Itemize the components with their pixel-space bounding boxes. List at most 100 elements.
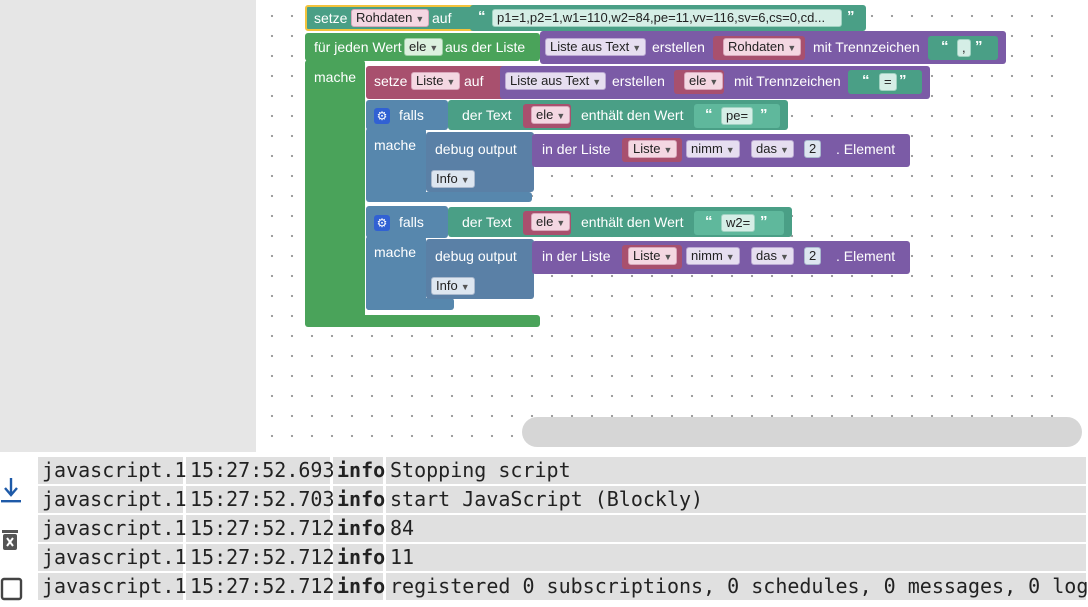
list-from-text-dropdown-2[interactable]: Liste aus Text▼ [505, 72, 607, 90]
take-dropdown-2[interactable]: nimm▼ [686, 247, 740, 265]
horizontal-scrollbar[interactable] [522, 417, 1082, 447]
which-dropdown-2[interactable]: das▼ [751, 247, 794, 265]
log-row: javascript.1 15:27:52.693 info Stopping … [38, 457, 1086, 484]
rohdaten-string-field[interactable]: p1=1,p2=1,w1=110,w2=84,pe=11,vv=116,sv=6… [492, 9, 842, 27]
log-level: info [333, 573, 385, 600]
log-source: javascript.1 [38, 486, 187, 513]
log-table: javascript.1 15:27:52.693 info Stopping … [38, 457, 1088, 604]
log-level: info [333, 486, 385, 513]
in-list-label-2: in der Liste [542, 248, 611, 264]
contains-label-1: enthält den Wert [581, 107, 684, 123]
value-field-2[interactable]: w2= [721, 214, 756, 232]
var-rohdaten-dropdown-2[interactable]: Rohdaten▼ [723, 38, 802, 56]
log-row: javascript.1 15:27:52.712 info 11 [38, 544, 1086, 571]
create-label-1: erstellen [652, 39, 705, 55]
log-message: start JavaScript (Blockly) [386, 486, 1086, 513]
if-keyword-2: falls [399, 214, 424, 230]
checkbox-icon[interactable] [0, 574, 24, 601]
open-quote-icon: “ [862, 72, 870, 89]
list-from-text-dropdown-1[interactable]: Liste aus Text▼ [545, 38, 647, 56]
log-toolbar [0, 466, 36, 604]
create-label-2: erstellen [612, 73, 665, 89]
if-do-2: mache [374, 244, 417, 260]
delete-icon[interactable] [0, 526, 24, 552]
log-message: Stopping script [386, 457, 1086, 484]
foreach-bottom [305, 315, 540, 327]
var-liste-dropdown-1[interactable]: Liste▼ [628, 140, 678, 158]
close-quote-icon: ” [899, 72, 907, 89]
contains-label-2: enthält den Wert [581, 214, 684, 230]
index-field-2[interactable]: 2 [804, 247, 822, 265]
value-field-1[interactable]: pe= [721, 107, 754, 125]
text-label-2: der Text [462, 214, 512, 230]
log-row: javascript.1 15:27:52.712 info 84 [38, 515, 1086, 542]
close-quote-icon: ” [847, 8, 855, 25]
log-level: info [333, 515, 385, 542]
if-bottom-1 [366, 192, 532, 202]
log-level: info [333, 544, 385, 571]
close-quote-icon: ” [975, 38, 983, 55]
close-quote-icon: ” [760, 213, 768, 230]
element-label-1: . Element [836, 141, 896, 157]
debug-level-dropdown-1[interactable]: Info▼ [431, 170, 475, 188]
foreach-do: mache [314, 69, 357, 85]
open-quote-icon: “ [705, 106, 713, 123]
gear-icon[interactable]: ⚙ [374, 108, 390, 124]
debug-level-dropdown-2[interactable]: Info▼ [431, 277, 475, 295]
log-time: 15:27:52.703 [186, 486, 335, 513]
if-do-1: mache [374, 137, 417, 153]
debug-label-1: debug output [435, 141, 517, 157]
element-label-2: . Element [836, 248, 896, 264]
log-time: 15:27:52.712 [186, 573, 335, 600]
open-quote-icon: “ [478, 8, 486, 25]
foreach-mid: aus der Liste [445, 39, 526, 55]
block-canvas: setze Rohdaten▼ auf “ p1=1,p2=1,w1=110,w… [305, 5, 1006, 327]
log-time: 15:27:52.712 [186, 515, 335, 542]
close-quote-icon: ” [760, 106, 768, 123]
set-keyword: setze [314, 10, 348, 26]
index-field-1[interactable]: 2 [804, 140, 822, 158]
foreach-body-rail [305, 60, 365, 322]
log-source: javascript.1 [38, 457, 187, 484]
foreach-prefix: für jeden Wert [314, 39, 402, 55]
if-bottom-2 [366, 298, 454, 310]
log-time: 15:27:52.712 [186, 544, 335, 571]
log-time: 15:27:52.693 [186, 457, 335, 484]
var-ele-dropdown-3[interactable]: ele▼ [531, 213, 571, 231]
var-rohdaten-dropdown[interactable]: Rohdaten▼ [351, 9, 430, 27]
log-source: javascript.1 [38, 544, 187, 571]
if-keyword-1: falls [399, 107, 424, 123]
log-message: registered 0 subscriptions, 0 schedules,… [386, 573, 1088, 600]
take-dropdown-1[interactable]: nimm▼ [686, 140, 740, 158]
if-body-rail-1 [366, 128, 426, 198]
separator-field-2[interactable]: = [879, 73, 897, 91]
log-row: javascript.1 15:27:52.712 info registere… [38, 573, 1088, 600]
log-row: javascript.1 15:27:52.703 info start Jav… [38, 486, 1086, 513]
gear-icon[interactable]: ⚙ [374, 215, 390, 231]
set-to-label: auf [432, 10, 452, 26]
log-message: 11 [386, 544, 1086, 571]
var-ele-dropdown-2[interactable]: ele▼ [531, 106, 571, 124]
log-source: javascript.1 [38, 515, 187, 542]
var-liste-dropdown[interactable]: Liste▼ [411, 72, 461, 90]
foreach-var-dropdown[interactable]: ele▼ [404, 38, 444, 56]
log-panel: javascript.1 15:27:52.693 info Stopping … [0, 452, 1088, 604]
arrow-down-icon[interactable] [0, 476, 24, 503]
open-quote-icon: “ [705, 213, 713, 230]
separator-label-2: mit Trennzeichen [734, 73, 841, 89]
toolbox-panel [0, 0, 256, 452]
open-quote-icon: “ [941, 38, 949, 55]
log-message: 84 [386, 515, 1086, 542]
debug-label-2: debug output [435, 248, 517, 264]
in-list-label-1: in der Liste [542, 141, 611, 157]
separator-label-1: mit Trennzeichen [813, 39, 920, 55]
set-keyword-2: setze [374, 73, 408, 89]
var-ele-dropdown-1[interactable]: ele▼ [684, 72, 724, 90]
log-source: javascript.1 [38, 573, 187, 600]
log-level: info [333, 457, 385, 484]
text-label-1: der Text [462, 107, 512, 123]
var-liste-dropdown-2[interactable]: Liste▼ [628, 247, 678, 265]
if-body-rail-2 [366, 236, 426, 310]
separator-field-1[interactable]: , [957, 39, 971, 57]
which-dropdown-1[interactable]: das▼ [751, 140, 794, 158]
